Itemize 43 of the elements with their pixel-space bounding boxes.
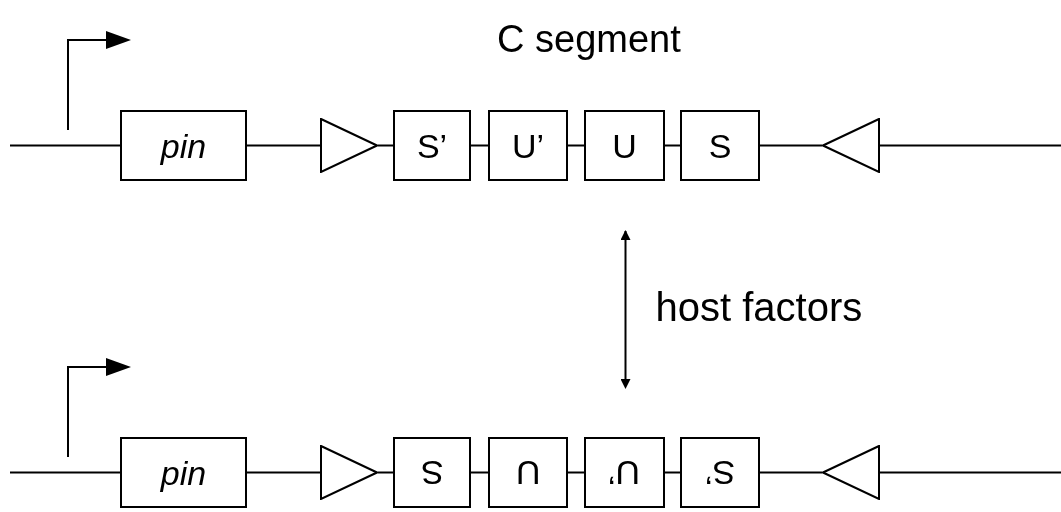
gene-box	[120, 437, 247, 508]
segment-box	[680, 437, 760, 508]
connector-line	[567, 471, 585, 474]
repeat-triangle	[822, 445, 880, 500]
edge-label: host factors	[655, 287, 863, 327]
box-label: U	[515, 455, 541, 490]
connector-line	[246, 144, 321, 147]
connector-line	[664, 471, 681, 474]
connector-line	[759, 471, 823, 474]
connector-line	[664, 144, 681, 147]
segment-box	[393, 437, 471, 508]
box-label: U’	[511, 128, 545, 163]
double-arrow	[620, 230, 631, 389]
box-label: S’	[704, 455, 736, 490]
box-label: S	[420, 455, 444, 490]
connector-line	[879, 144, 1061, 147]
segment-box	[584, 437, 665, 508]
segment-box	[488, 110, 568, 181]
segment-box	[680, 110, 760, 181]
connector-line	[879, 471, 1061, 474]
box-label: pin	[160, 128, 207, 163]
connector-line	[759, 144, 823, 147]
box-label: S’	[416, 128, 448, 163]
repeat-triangle	[320, 118, 378, 173]
segment-box	[584, 110, 665, 181]
connector-line	[246, 471, 321, 474]
segment-label: C segment	[497, 20, 681, 58]
connector-line	[470, 144, 489, 147]
box-label: U	[612, 128, 637, 163]
box-label: pin	[160, 455, 207, 490]
repeat-triangle	[320, 445, 378, 500]
connector-line	[9, 471, 121, 474]
connector-line	[567, 144, 585, 147]
segment-box	[488, 437, 568, 508]
connector-line	[9, 144, 121, 147]
connector-line	[377, 144, 394, 147]
segment-box	[393, 110, 471, 181]
repeat-triangle	[822, 118, 880, 173]
connector-line	[377, 471, 394, 474]
connector-line	[470, 471, 489, 474]
box-label: U’	[608, 455, 641, 490]
gene-box	[120, 110, 247, 181]
box-label: S	[708, 128, 732, 163]
